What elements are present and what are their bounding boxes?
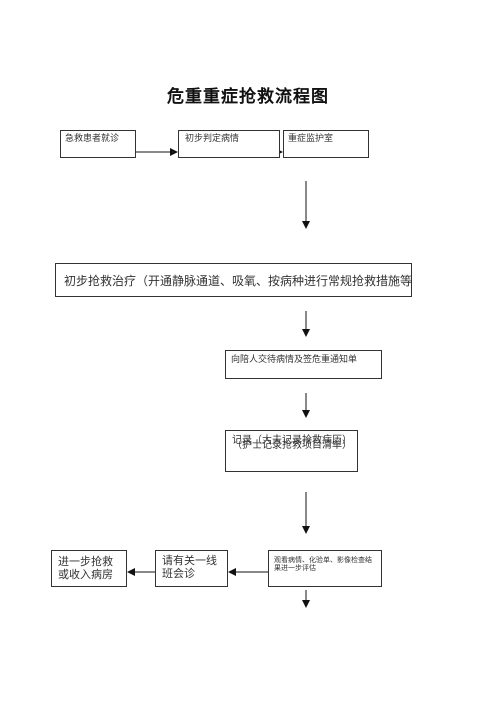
page-title: 危重重症抢救流程图: [167, 87, 329, 107]
node-initial-treatment: 初步抢救治疗（开通静脉通道、吸氧、按病种进行常规抢救措施等）: [55, 263, 412, 297]
node-initial-assess: 初步判定病情: [178, 130, 280, 158]
record-doctor-line: 记录（大夫记录抢救病历）: [232, 435, 352, 446]
node-consult: 请有关一线班会诊: [155, 550, 228, 587]
node-receive-patient: 急救患者就诊: [60, 130, 136, 158]
node-icu-monitor: 重症监护室: [283, 130, 369, 158]
node-review-results: 观看病情、化验单、影像检查结果进一步评估: [268, 550, 382, 587]
node-further-rescue: 进一步抢救或收入病房: [51, 550, 127, 587]
record-nurse-line: （护士记录抢救项目清单）: [232, 440, 352, 451]
node-notify-family: 向陪人交待病情及签危重通知单: [225, 350, 382, 379]
node-record: 记录（大夫记录抢救病历） （护士记录抢救项目清单）: [225, 430, 358, 472]
